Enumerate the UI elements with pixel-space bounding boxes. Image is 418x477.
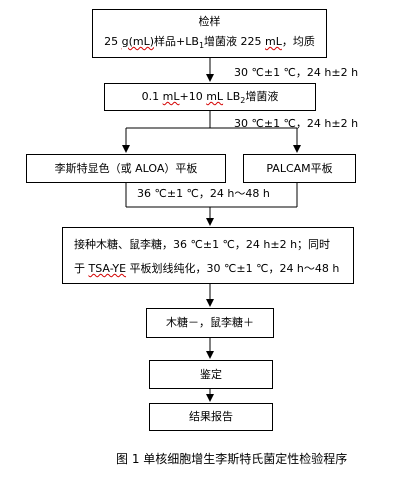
inoculation-line-1: 接种木糖、鼠李糖，36 ℃±1 ℃，24 h±2 h；同时 — [74, 238, 331, 251]
palcam-plate-box — [243, 154, 356, 183]
secondary-enrichment-text: 0.1 mL+10 mL LB2增菌液 — [141, 90, 279, 106]
inoculation-line-2: 于 TSA-YE 平板划线纯化，30 ℃±1 ℃，24 h～48 h — [74, 262, 340, 275]
identification-box — [149, 360, 273, 389]
chromogenic-plate-box — [26, 154, 226, 183]
inoculation-box — [62, 227, 354, 284]
secondary-enrichment-box — [104, 83, 316, 111]
report-box — [149, 403, 273, 431]
sugar-result-box — [146, 308, 274, 338]
chromogenic-plate-text: 李斯特显色（或 ALOA）平板 — [54, 162, 198, 175]
incubation-condition-1: 30 ℃±1 ℃，24 h±2 h — [234, 66, 359, 79]
report-text: 结果报告 — [189, 410, 233, 423]
sugar-result-text: 木糖－，鼠李糖＋ — [166, 316, 254, 329]
sample-detail: 25 g(mL)样品+LB1增菌液 225 mL，均质 — [104, 35, 315, 51]
sample-title: 检样 — [198, 15, 221, 28]
palcam-plate-text: PALCAM平板 — [266, 162, 333, 175]
incubation-condition-2: 30 ℃±1 ℃，24 h±2 h — [234, 117, 359, 130]
incubation-condition-3: 36 ℃±1 ℃，24 h～48 h — [137, 187, 270, 200]
sample-box — [92, 9, 327, 58]
figure-caption: 图 1 单核细胞增生李斯特氏菌定性检验程序 — [116, 452, 348, 466]
identification-text: 鉴定 — [200, 368, 222, 381]
